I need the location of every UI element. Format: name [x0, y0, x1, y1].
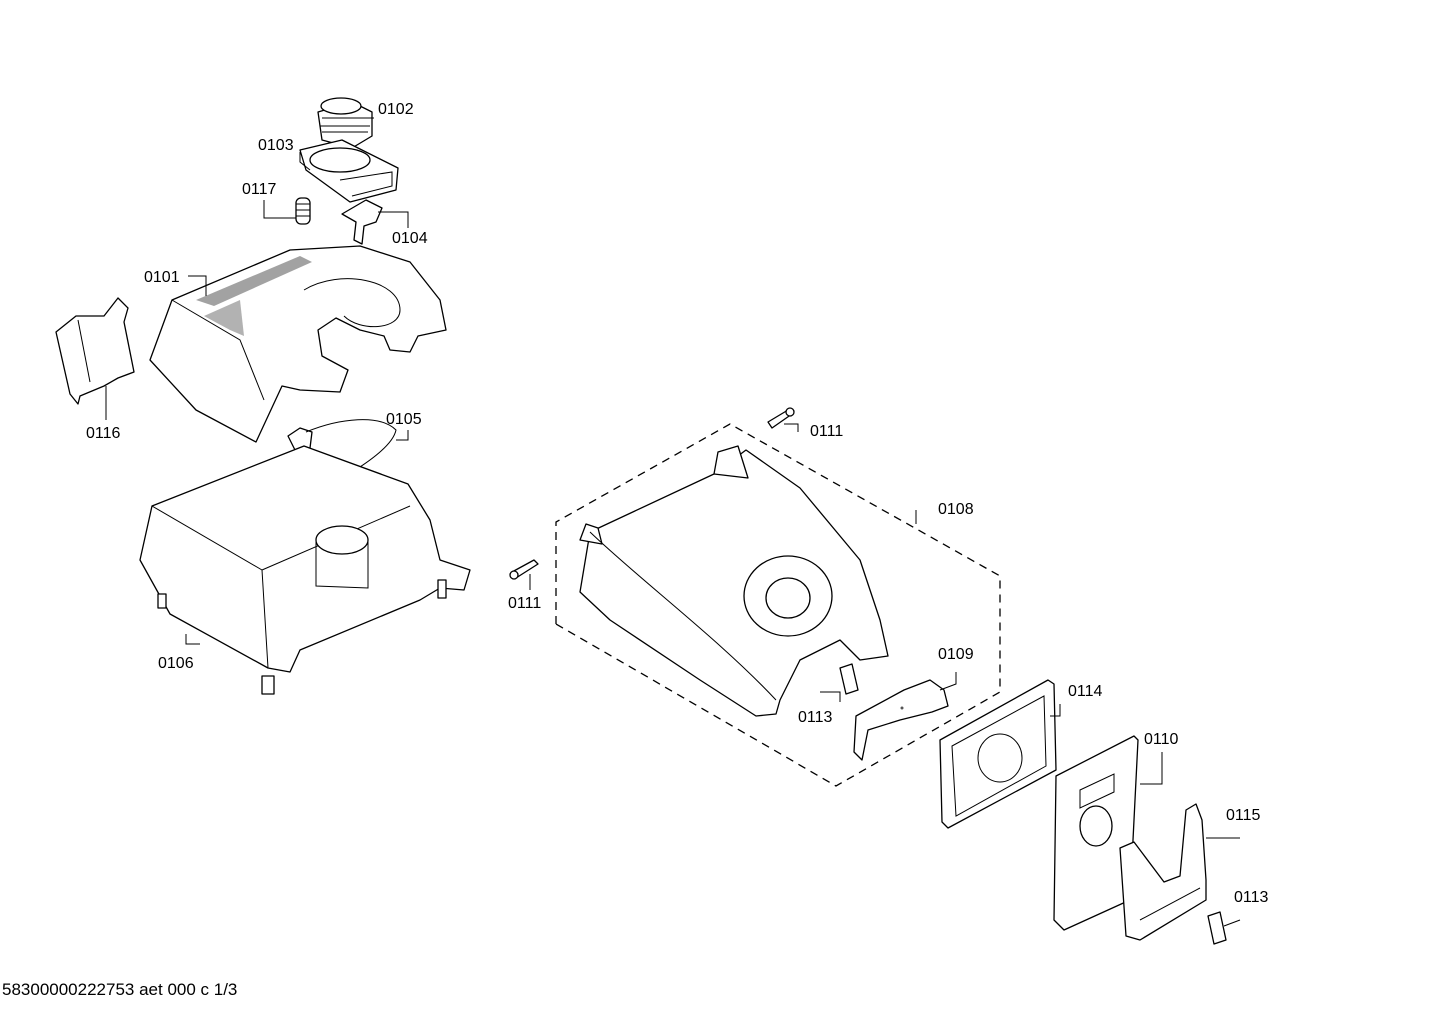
label-0113-right: 0113 — [1234, 889, 1269, 906]
label-0117: 0117 — [242, 181, 277, 198]
part-0113-pad-left — [839, 663, 859, 695]
part-0117-spring — [295, 197, 311, 225]
label-0111-left: 0111 — [508, 595, 541, 612]
part-0102-knob — [317, 97, 373, 160]
label-0108: 0108 — [938, 501, 974, 518]
label-0101: 0101 — [144, 269, 180, 286]
label-0111-top: 0111 — [810, 423, 843, 440]
part-0113-pad-right — [1207, 911, 1227, 945]
part-0104-catch — [341, 199, 383, 245]
label-0113-left: 0113 — [798, 709, 833, 726]
label-0115: 0115 — [1226, 807, 1261, 824]
leader-lines — [105, 117, 1241, 927]
label-0110: 0110 — [1144, 731, 1179, 748]
part-0103-holder — [299, 139, 399, 203]
part-0109-handle — [853, 679, 949, 761]
label-0102: 0102 — [378, 101, 414, 118]
label-0106: 0106 — [158, 655, 194, 672]
label-0116: 0116 — [86, 425, 121, 442]
assembly-0108-frame — [555, 423, 1001, 787]
part-0110-dust-bag — [1053, 735, 1139, 931]
part-0115-bag-clip — [1119, 803, 1207, 941]
part-0114-bag-holder — [939, 679, 1057, 829]
document-footer-id: 58300000222753 aet 000 c 1/3 — [2, 980, 238, 999]
label-0104: 0104 — [392, 230, 428, 247]
part-0108-lid — [579, 445, 889, 717]
part-0106-base-housing — [139, 445, 471, 695]
label-0105: 0105 — [386, 411, 422, 428]
part-0111-pin-left — [509, 559, 539, 580]
part-0111-pin-top — [767, 407, 795, 429]
label-0103: 0103 — [258, 137, 294, 154]
part-0101-top-cover — [149, 245, 447, 443]
label-0114: 0114 — [1068, 683, 1103, 700]
label-0109: 0109 — [938, 646, 974, 663]
part-0116-side-clip — [55, 297, 135, 405]
